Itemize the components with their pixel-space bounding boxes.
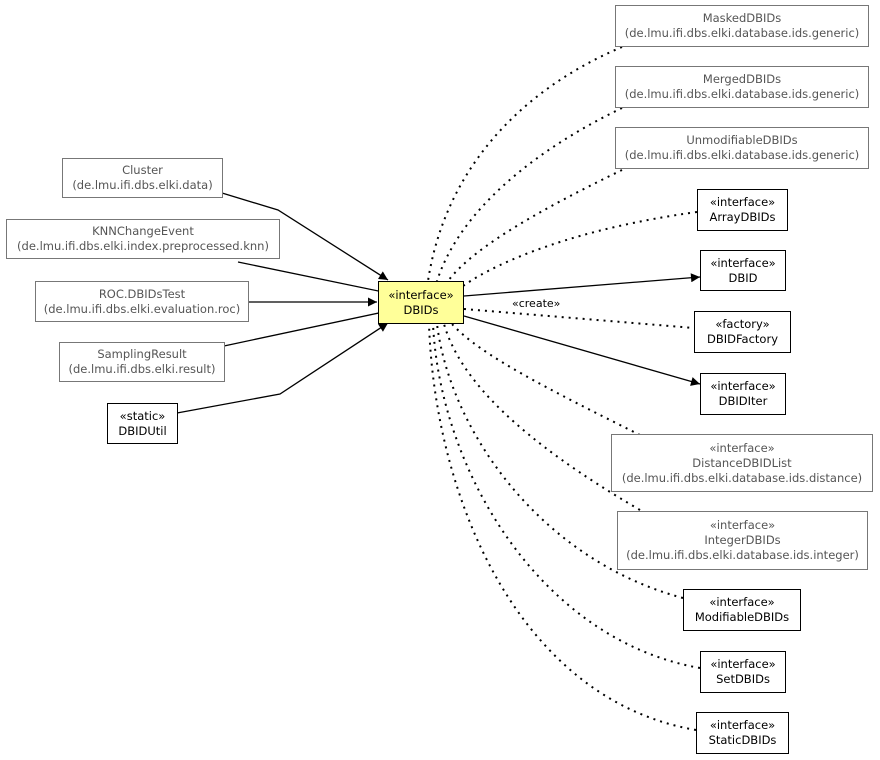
class-dbidutil-stereotype: «static» xyxy=(119,408,166,423)
edge-setdbids-realizes-dbids xyxy=(432,323,701,669)
edge-dbidutil-to-dbids xyxy=(176,322,389,414)
edge-dbids-to-dbid xyxy=(463,273,701,297)
edge-modifiabledbids-realizes-dbids xyxy=(436,323,684,599)
class-unmodifiabledbids[interactable]: UnmodifiableDBIDs (de.lmu.ifi.dbs.elki.d… xyxy=(615,127,869,169)
class-roc-dbidstest-name: ROC.DBIDsTest xyxy=(98,286,186,301)
class-samplingresult-package: (de.lmu.ifi.dbs.elki.result) xyxy=(68,362,216,376)
class-roc-dbidstest[interactable]: ROC.DBIDsTest (de.lmu.ifi.dbs.elki.evalu… xyxy=(35,281,249,322)
class-dbids[interactable]: «interface» DBIDs xyxy=(378,281,464,324)
edge-dbids-to-dbiditer xyxy=(463,315,701,386)
edge-maskeddbids-realizes-dbids xyxy=(427,46,623,282)
class-staticdbids[interactable]: «interface» StaticDBIDs xyxy=(696,712,789,754)
class-mergeddbids-name: MergedDBIDs xyxy=(702,72,782,86)
edge-unmodifiabledbids-realizes-dbids xyxy=(447,169,623,282)
edge-knnchangeevent-to-dbids xyxy=(237,261,389,296)
class-arraydbids[interactable]: «interface» ArrayDBIDs xyxy=(697,189,788,231)
class-knnchangeevent[interactable]: KNNChangeEvent (de.lmu.ifi.dbs.elki.inde… xyxy=(6,219,280,259)
class-samplingresult[interactable]: SamplingResult (de.lmu.ifi.dbs.elki.resu… xyxy=(59,342,225,382)
class-dbiditer-name: DBIDIter xyxy=(718,394,768,408)
class-integerdbids-name: IntegerDBIDs xyxy=(704,533,781,547)
class-integerdbids-stereotype: «interface» xyxy=(709,518,776,532)
class-unmodifiabledbids-package: (de.lmu.ifi.dbs.elki.database.ids.generi… xyxy=(624,148,860,162)
class-maskeddbids-name: MaskedDBIDs xyxy=(702,11,782,25)
edge-integerdbids-realizes-dbids xyxy=(443,323,641,511)
class-staticdbids-name: StaticDBIDs xyxy=(708,733,777,747)
class-samplingresult-name: SamplingResult xyxy=(97,347,187,361)
class-cluster-name: Cluster xyxy=(122,163,163,177)
class-dbid-stereotype: «interface» xyxy=(710,255,776,270)
edge-dbids-create-dbidfactory xyxy=(463,308,695,329)
edge-mergeddbids-realizes-dbids xyxy=(436,107,623,282)
class-modifiabledbids[interactable]: «interface» ModifiableDBIDs xyxy=(683,589,801,631)
edge-staticdbids-realizes-dbids xyxy=(428,323,697,731)
class-setdbids-name: SetDBIDs xyxy=(716,672,770,686)
class-maskeddbids[interactable]: MaskedDBIDs (de.lmu.ifi.dbs.elki.databas… xyxy=(615,5,869,47)
class-setdbids[interactable]: «interface» SetDBIDs xyxy=(700,651,786,693)
class-dbidfactory-stereotype: «factory» xyxy=(715,317,770,331)
class-setdbids-stereotype: «interface» xyxy=(710,657,776,671)
class-knnchangeevent-package: (de.lmu.ifi.dbs.elki.index.preprocessed.… xyxy=(17,239,269,253)
class-arraydbids-name: ArrayDBIDs xyxy=(709,210,776,224)
class-dbids-name: DBIDs xyxy=(403,302,439,317)
class-modifiabledbids-name: ModifiableDBIDs xyxy=(694,610,790,624)
class-distancedbidlist-stereotype: «interface» xyxy=(709,440,775,455)
class-distancedbidlist-package: (de.lmu.ifi.dbs.elki.database.ids.distan… xyxy=(621,470,863,485)
class-cluster[interactable]: Cluster (de.lmu.ifi.dbs.elki.data) xyxy=(62,158,223,198)
class-arraydbids-stereotype: «interface» xyxy=(709,195,776,209)
class-distancedbidlist[interactable]: «interface» DistanceDBIDList (de.lmu.ifi… xyxy=(611,434,873,492)
class-dbiditer[interactable]: «interface» DBIDIter xyxy=(700,373,786,415)
edge-cluster-to-dbids xyxy=(221,192,389,281)
class-dbidfactory-name: DBIDFactory xyxy=(707,332,778,346)
class-mergeddbids[interactable]: MergedDBIDs (de.lmu.ifi.dbs.elki.databas… xyxy=(615,66,869,108)
class-dbid[interactable]: «interface» DBID xyxy=(700,250,786,291)
class-staticdbids-stereotype: «interface» xyxy=(709,718,776,732)
create-label: «create» xyxy=(512,297,560,310)
class-modifiabledbids-stereotype: «interface» xyxy=(709,595,775,609)
class-integerdbids[interactable]: «interface» IntegerDBIDs (de.lmu.ifi.dbs… xyxy=(617,511,868,570)
class-knnchangeevent-name: KNNChangeEvent xyxy=(92,224,194,238)
edge-arraydbids-realizes-dbids xyxy=(462,211,698,287)
class-dbid-name: DBID xyxy=(728,270,758,285)
class-roc-dbidstest-package: (de.lmu.ifi.dbs.elki.evaluation.roc) xyxy=(43,301,241,316)
class-distancedbidlist-name: DistanceDBIDList xyxy=(692,455,792,470)
class-dbiditer-stereotype: «interface» xyxy=(710,379,776,393)
class-cluster-package: (de.lmu.ifi.dbs.elki.data) xyxy=(72,178,213,192)
edge-samplingresult-to-dbids xyxy=(223,308,389,347)
class-integerdbids-package: (de.lmu.ifi.dbs.elki.database.ids.intege… xyxy=(626,548,859,562)
class-dbidutil-name: DBIDUtil xyxy=(118,423,167,438)
class-dbidutil[interactable]: «static» DBIDUtil xyxy=(107,403,178,444)
class-dbidfactory[interactable]: «factory» DBIDFactory xyxy=(694,311,791,353)
class-maskeddbids-package: (de.lmu.ifi.dbs.elki.database.ids.generi… xyxy=(624,26,860,40)
edge-distancedbidlist-realizes-dbids xyxy=(451,323,641,436)
class-mergeddbids-package: (de.lmu.ifi.dbs.elki.database.ids.generi… xyxy=(624,87,860,101)
class-unmodifiabledbids-name: UnmodifiableDBIDs xyxy=(686,133,798,147)
class-dbids-stereotype: «interface» xyxy=(388,287,454,302)
